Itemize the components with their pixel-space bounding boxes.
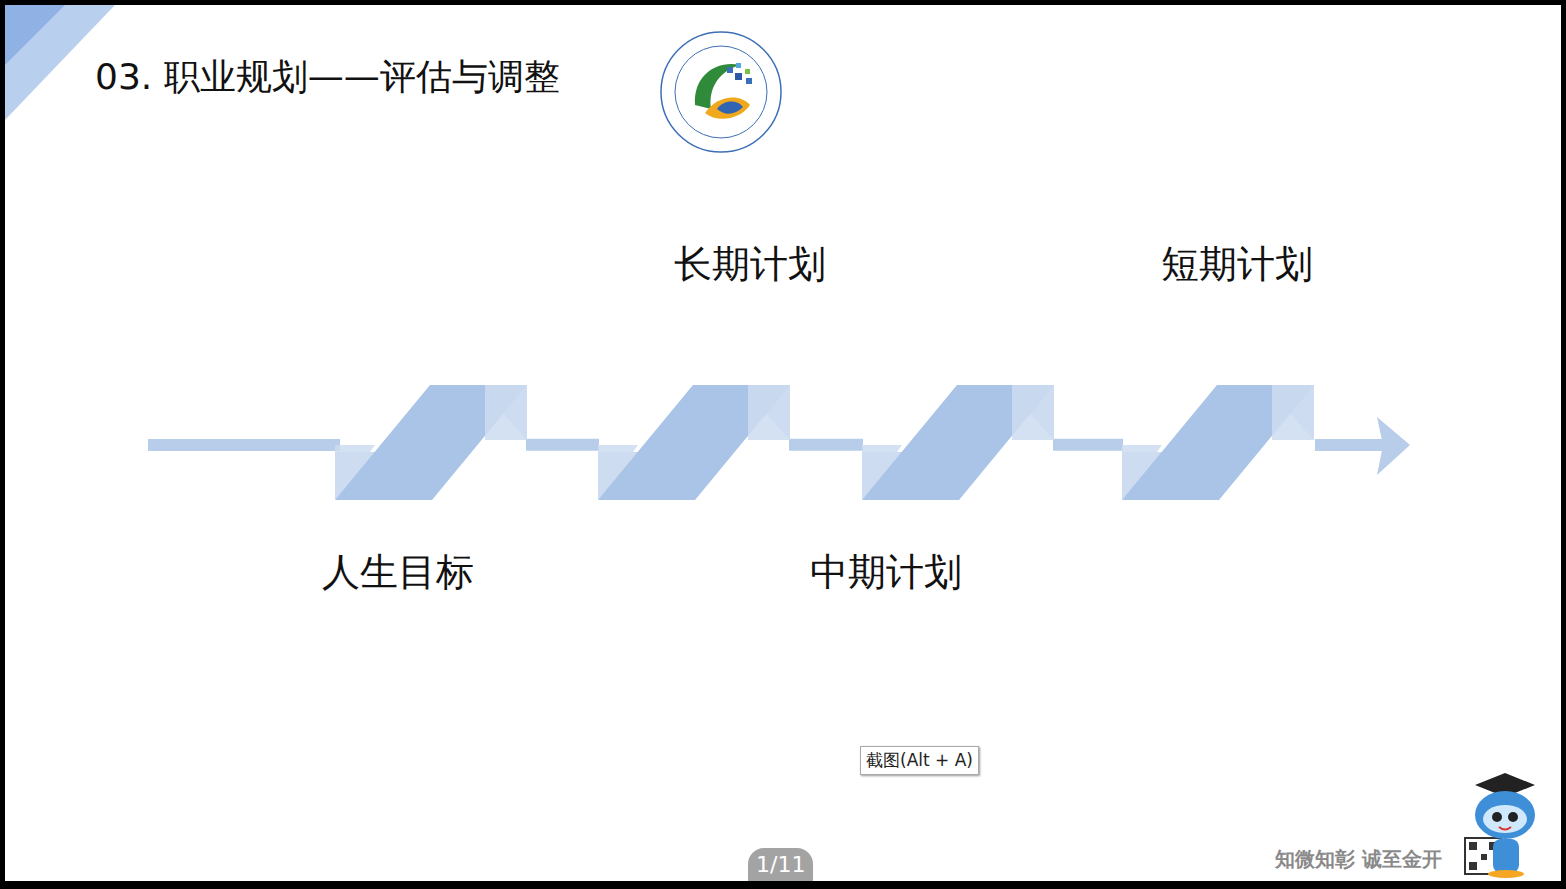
timeline-step: 短期计划	[1122, 385, 1314, 500]
step-shape	[862, 385, 1054, 500]
timeline-connector	[1053, 439, 1123, 451]
timeline-line	[1315, 439, 1393, 451]
timeline-connector	[526, 439, 599, 451]
step-label: 长期计划	[674, 239, 826, 290]
connector-layer	[5, 5, 1561, 881]
arrow-head	[1377, 417, 1410, 475]
slide-ground: 人生目标长期计划中期计划短期计划 03. 职业规划——评估与调整截图(Alt +…	[5, 5, 1561, 881]
step-label: 人生目标	[322, 547, 474, 598]
corner-triangle	[5, 5, 65, 65]
step-shape	[335, 385, 527, 500]
logo	[661, 32, 781, 152]
timeline-line	[148, 439, 340, 451]
timeline-step: 中期计划	[862, 385, 1054, 500]
decoration	[5, 5, 1561, 881]
watermark: 知微知彰 诚至金开	[1275, 846, 1442, 873]
step-shape	[598, 385, 790, 500]
timeline-connector	[789, 439, 863, 451]
mascot	[1465, 773, 1535, 878]
page-indicator: 1/11	[748, 848, 813, 881]
timeline-step: 长期计划	[598, 385, 790, 500]
step-label: 短期计划	[1161, 239, 1313, 290]
timeline-step: 人生目标	[335, 385, 527, 500]
screenshot-tooltip: 截图(Alt + A)	[860, 746, 979, 775]
step-label: 中期计划	[810, 547, 962, 598]
step-shape	[1122, 385, 1314, 500]
slide-title: 03. 职业规划——评估与调整	[95, 53, 560, 102]
